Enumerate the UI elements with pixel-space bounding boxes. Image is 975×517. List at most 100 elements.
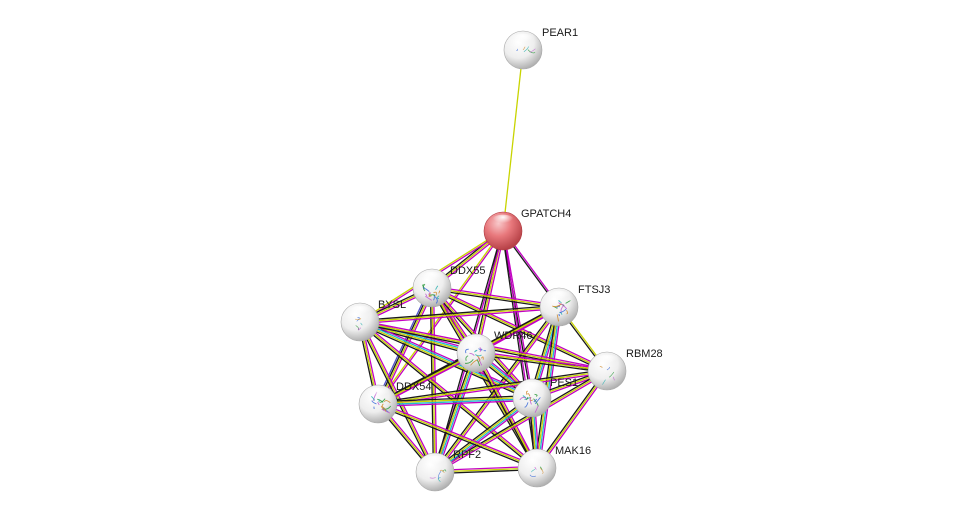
structure-trace [552, 303, 562, 308]
structure-trace [425, 295, 432, 301]
structure-trace [533, 398, 538, 403]
edge-ftsj3-bysl[interactable] [359, 304, 560, 325]
structure-trace [481, 356, 484, 360]
node-highlight [366, 387, 390, 401]
edge-line-experiments [503, 230, 534, 398]
edge-line-experiments [378, 401, 538, 468]
structure-trace [519, 397, 528, 401]
edge-line-experiments [538, 307, 563, 469]
structure-trace [428, 292, 431, 295]
structure-trace [529, 396, 532, 405]
structure-trace [534, 393, 538, 397]
structure-trace [608, 371, 615, 378]
node-label: DDX54 [396, 381, 431, 393]
edge-line-textmining [475, 352, 608, 372]
structure-trace [434, 296, 438, 304]
edge-line-databases [378, 398, 533, 406]
structure-trace [360, 322, 363, 326]
edge-ddx55-ddx54[interactable] [375, 286, 435, 406]
edge-wdr46-rpf2[interactable] [432, 352, 479, 473]
edge-line-coexpression [359, 304, 559, 322]
structure-trace [523, 46, 529, 53]
edge-line-textmining [377, 396, 532, 404]
edge-line-homology [375, 286, 431, 404]
edge-pear1-gpatch4[interactable] [502, 49, 524, 232]
node-ddx54[interactable]: DDX54 [358, 381, 431, 424]
structure-trace [522, 395, 527, 399]
structure-trace [602, 379, 606, 385]
edge-ddx55-ftsj3[interactable] [431, 285, 560, 310]
edge-line-coexpression [431, 288, 559, 310]
edge-wdr46-mak16[interactable] [474, 351, 539, 470]
node-mak16[interactable]: MAK16 [517, 445, 591, 488]
edge-pes1-ddx54[interactable] [377, 394, 533, 408]
structure-trace [469, 352, 475, 356]
structure-trace [516, 48, 518, 51]
node-gpatch4[interactable]: GPATCH4 [483, 208, 571, 251]
edge-line-coexpression [535, 369, 607, 468]
edge-rbm28-mak16[interactable] [535, 369, 609, 470]
structure-trace [566, 309, 568, 315]
edge-line-experiments [379, 288, 435, 406]
node-label: FTSJ3 [578, 284, 610, 296]
node-rbm28[interactable]: RBM28 [587, 348, 663, 391]
node-label: BYSL [378, 299, 406, 311]
node-label: MAK16 [555, 445, 591, 457]
edge-line-textmining [433, 352, 476, 472]
structure-trace [534, 466, 537, 470]
structure-trace [435, 285, 439, 290]
node-highlight [420, 271, 444, 285]
edge-line-experiments [378, 399, 533, 408]
structure-trace [474, 349, 478, 353]
edge-line-textmining [434, 396, 532, 472]
edge-gpatch4-pes1[interactable] [501, 230, 534, 399]
node-pear1[interactable]: PEAR1 [503, 27, 578, 70]
structure-trace [540, 467, 544, 474]
structure-trace [529, 48, 536, 53]
structure-trace [529, 474, 537, 477]
node-highlight [464, 336, 488, 350]
node-bysl[interactable]: BYSL [340, 299, 406, 342]
edge-wdr46-rbm28[interactable] [475, 350, 608, 374]
edge-line-experiments [436, 399, 534, 475]
node-wdr46[interactable]: WDR46 [456, 330, 533, 373]
edge-line-textmining [434, 370, 608, 473]
edge-line-experiments [537, 371, 609, 470]
edge-line-experiments [476, 231, 506, 354]
structure-trace [377, 401, 380, 406]
structure-trace [465, 355, 469, 361]
edge-line-textmining [377, 403, 538, 469]
structure-trace [422, 287, 430, 292]
node-label: GPATCH4 [521, 208, 571, 220]
edge-line-coexpression [433, 395, 531, 471]
structure-trace [464, 359, 474, 364]
node-label: RBM28 [626, 348, 663, 360]
structure-trace [358, 327, 362, 331]
node-ddx55[interactable]: DDX55 [412, 265, 485, 308]
structure-trace [540, 466, 543, 471]
structure-trace [371, 400, 377, 405]
edge-pes1-rpf2[interactable] [433, 395, 534, 475]
node-highlight [348, 305, 372, 319]
structure-trace [599, 366, 603, 368]
node-label: PEAR1 [542, 27, 578, 39]
node-label: DDX55 [450, 265, 485, 277]
edge-line-experiments [435, 371, 609, 474]
edge-line-textmining [475, 352, 538, 469]
node-rpf2[interactable]: RPF2 [415, 449, 481, 492]
structure-trace [383, 405, 392, 410]
structure-trace [355, 318, 362, 320]
node-ftsj3[interactable]: FTSJ3 [539, 284, 610, 327]
node-highlight [520, 381, 544, 395]
edge-line-textmining [377, 370, 608, 405]
node-highlight [525, 451, 549, 465]
edge-line-experiments [432, 285, 560, 307]
edge-line-textmining [431, 287, 560, 308]
structure-trace [470, 359, 478, 366]
structure-trace [436, 295, 440, 299]
node-pes1[interactable]: PES1 [512, 377, 578, 418]
structure-trace [373, 406, 375, 409]
edge-ddx54-mak16[interactable] [377, 401, 538, 471]
